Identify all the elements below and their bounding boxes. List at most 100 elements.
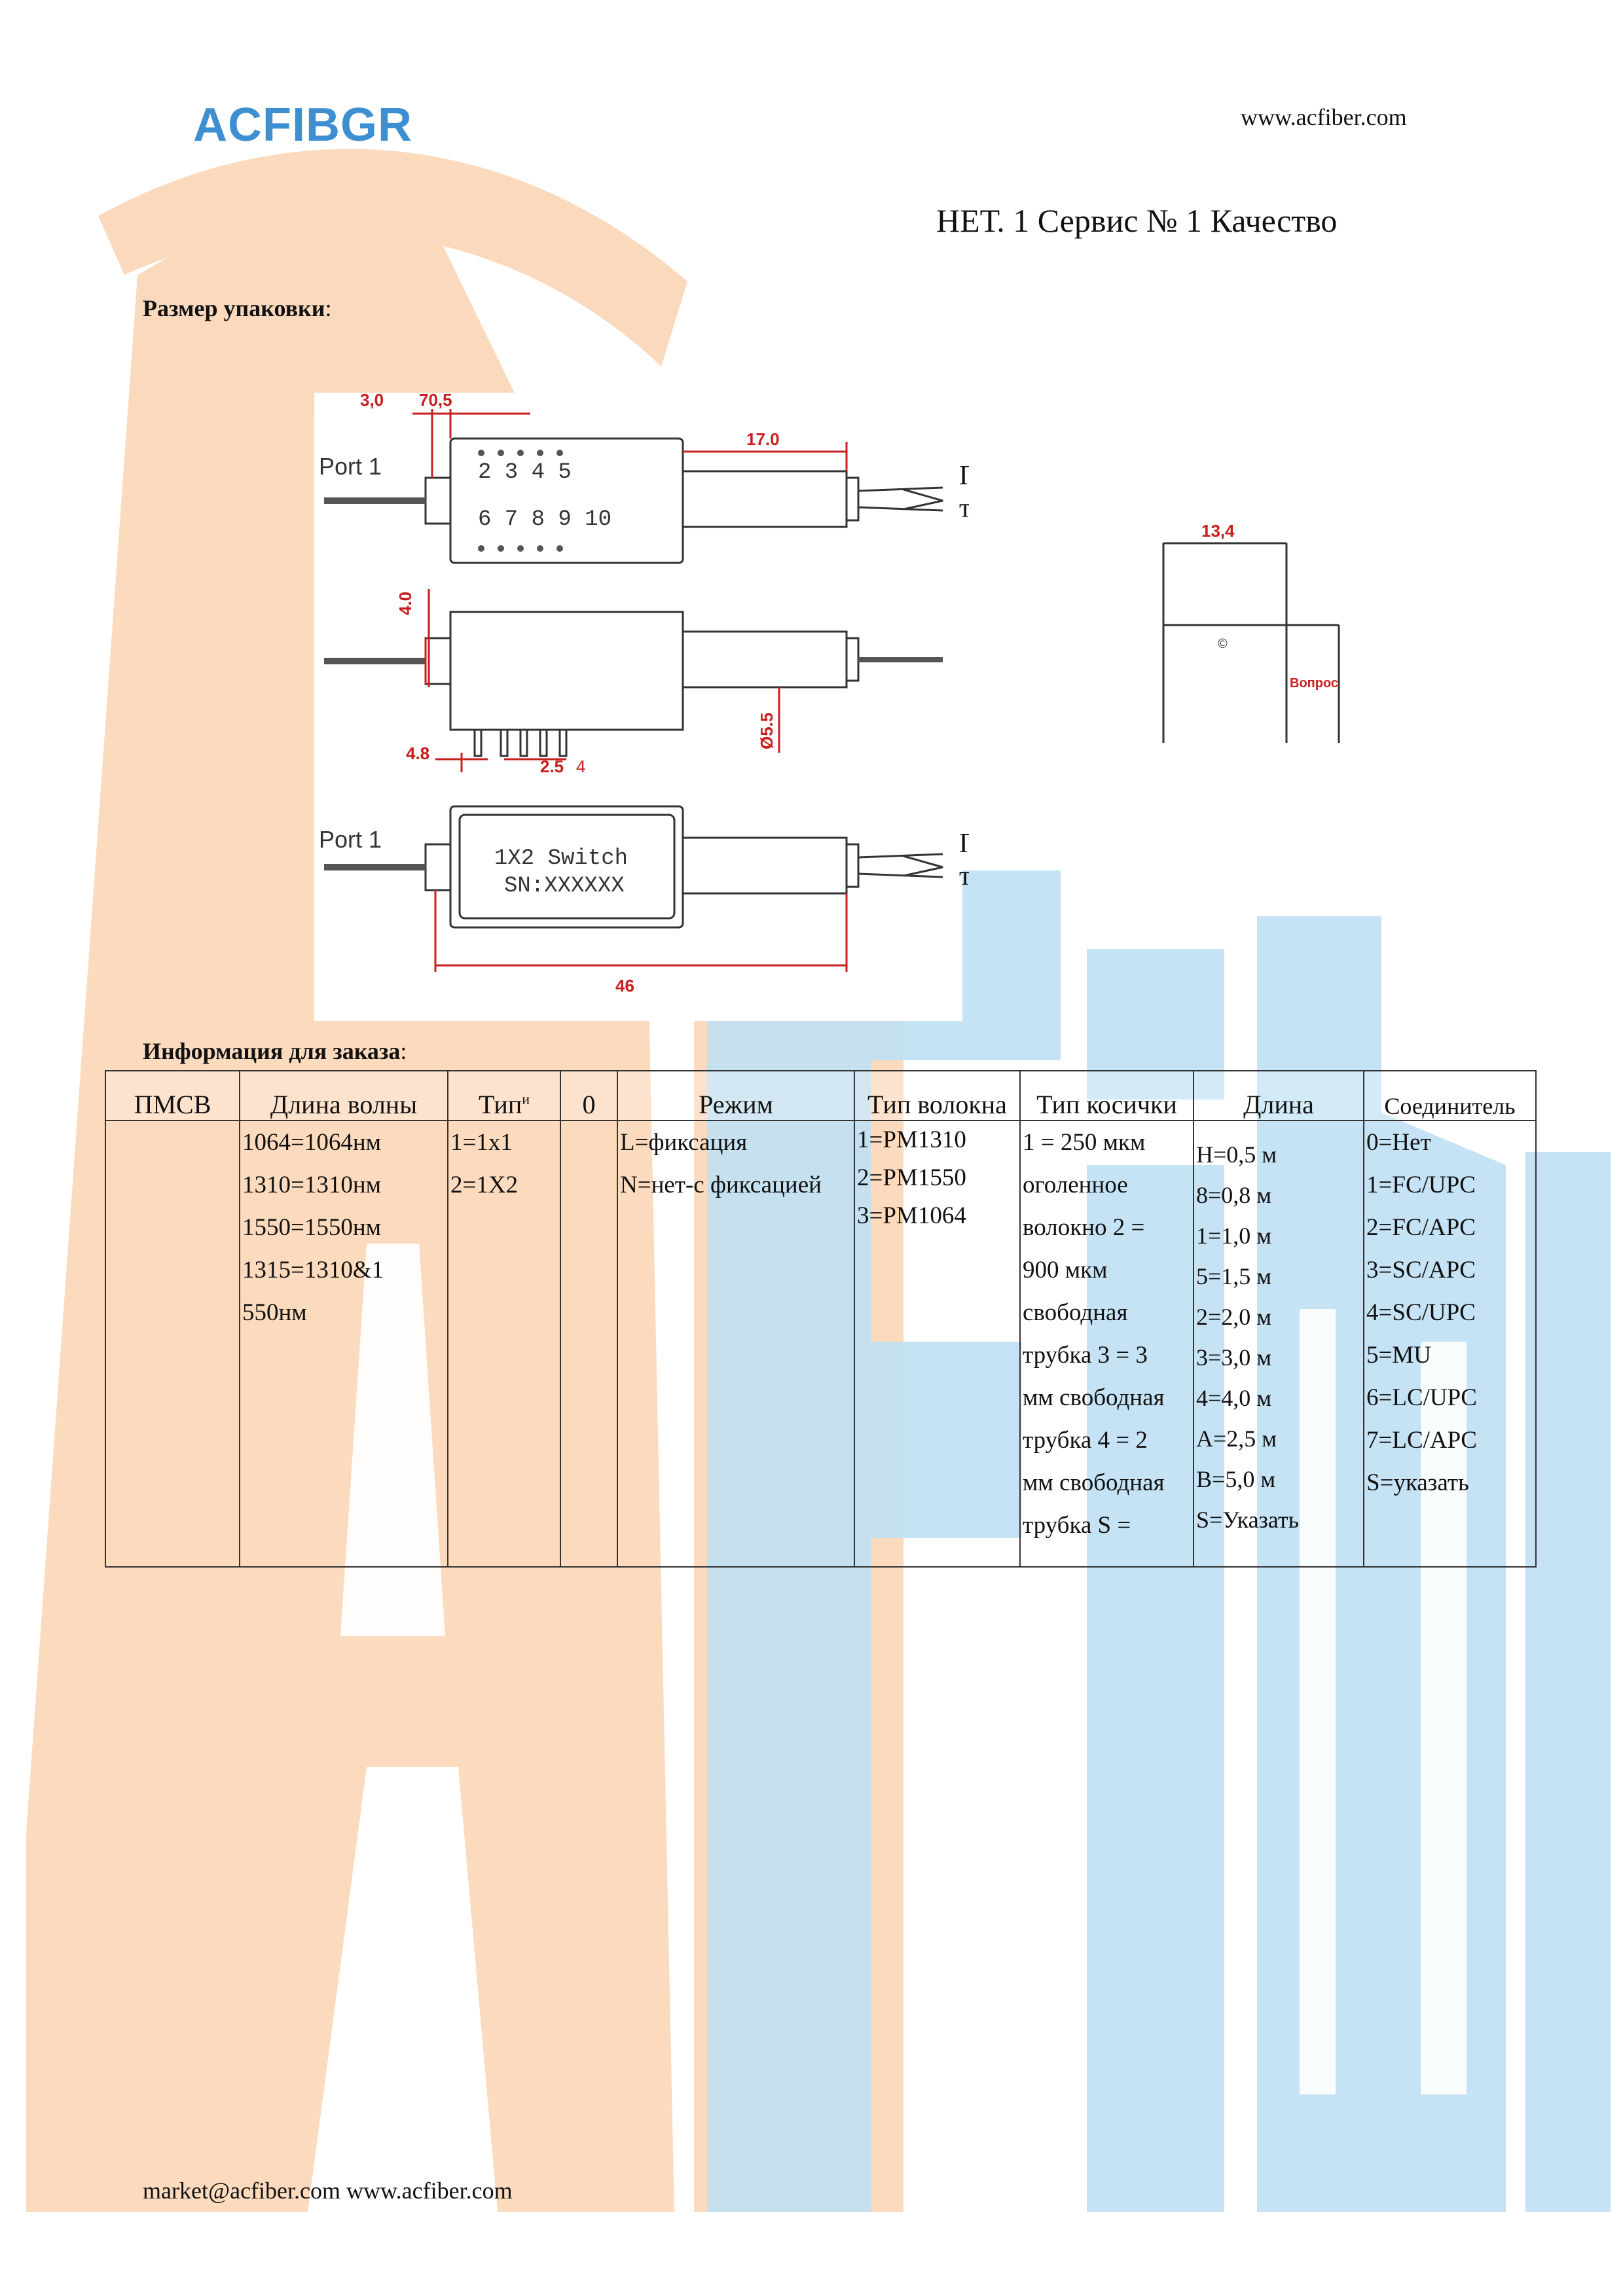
order-info-heading: Информация для заказа: [143, 1037, 407, 1065]
top-tail-label-1: Пор [959, 461, 969, 491]
list-item: 8=0,8 м [1196, 1182, 1272, 1208]
list-item: 3=PM1064 [857, 1202, 966, 1229]
list-item: 3=3,0 м [1196, 1344, 1272, 1371]
list-item: 1=1,0 м [1196, 1223, 1272, 1249]
list-item: 4=4,0 м [1196, 1385, 1272, 1411]
footer-contact[interactable]: market@acfiber.com www.acfiber.com [143, 2178, 513, 2204]
header-type-label: Тип [478, 1090, 522, 1119]
switch-label-line2: SN:XXXXXX [504, 874, 625, 899]
cell-pigtail-type: 1 = 250 мкм оголенное волокно 2 = 900 мк… [1019, 1120, 1194, 1568]
cell-connector: 0=Нет 1=FC/UPC 2=FC/APC 3=SC/APC 4=SC/UP… [1363, 1120, 1537, 1568]
cell-fiber-type: 1=PM1310 2=PM1550 3=PM1064 [854, 1120, 1021, 1568]
list-item: мм свободная [1023, 1469, 1165, 1496]
cell-type: 1=1x1 2=1X2 [447, 1120, 561, 1568]
top-tail-label-2: т [959, 493, 969, 524]
list-item: S=указать [1366, 1469, 1469, 1496]
list-item: 2=2,0 м [1196, 1304, 1272, 1330]
order-info-label: Информация для заказа [143, 1038, 401, 1064]
package-size-heading: Размер упаковки: [143, 295, 332, 322]
list-item: 2=FC/APC [1366, 1214, 1476, 1241]
header-fiber-type: Тип волокна [854, 1070, 1021, 1121]
ordering-table: ПМСВ Длина волны Типи 0 Режим Тип волокн… [105, 1070, 1537, 1568]
dim-body-label: 70,5 [419, 390, 452, 410]
top-view [324, 437, 943, 564]
list-item: мм свободная [1023, 1384, 1165, 1411]
header-pigtail-type: Тип косички [1019, 1070, 1194, 1121]
company-logo: ACFIBGR [193, 99, 412, 151]
table-header-row: ПМСВ Длина волны Типи 0 Режим Тип волокн… [105, 1070, 1537, 1121]
list-item: 550нм [242, 1299, 307, 1326]
cell-length: H=0,5 м 8=0,8 м 1=1,0 м 5=1,5 м 2=2,0 м … [1193, 1120, 1364, 1568]
cell-mode: L=фиксация N=нет-с фиксацией [617, 1120, 855, 1568]
list-item: A=2,5 м [1196, 1426, 1277, 1452]
bottom-port-label: Port 1 [319, 826, 382, 853]
header-mode: Режим [617, 1070, 855, 1121]
list-item: 6=LC/UPC [1366, 1384, 1477, 1411]
list-item: 1=1x1 [450, 1129, 513, 1156]
dim-pin-pitch-label: 2.5 [540, 757, 564, 776]
list-item: 1315=1310&1 [242, 1257, 384, 1283]
header-pmsv: ПМСВ [105, 1070, 240, 1121]
header-length: Длина [1193, 1070, 1364, 1121]
list-item: трубка S = [1023, 1512, 1131, 1539]
dim-pin-left-label: 4.8 [406, 744, 429, 763]
table-row: 1064=1064нм 1310=1310нм 1550=1550нм 1315… [105, 1120, 1537, 1568]
list-item: 1550=1550нм [242, 1214, 382, 1241]
list-item: 1=FC/UPC [1366, 1172, 1476, 1198]
list-item: свободная [1023, 1299, 1128, 1326]
cell-pmsv [105, 1120, 240, 1568]
dim-height-label: 4.0 [395, 592, 415, 615]
cell-zero [560, 1120, 618, 1568]
end-view-width-label: 13,4 [1201, 521, 1235, 541]
cell-wavelength: 1064=1064нм 1310=1310нм 1550=1550нм 1315… [239, 1120, 448, 1568]
list-item: H=0,5 м [1196, 1141, 1277, 1168]
list-item: 2=1X2 [450, 1172, 519, 1198]
list-item: N=нет-с фиксацией [620, 1172, 822, 1198]
list-item: 2=PM1550 [857, 1164, 966, 1191]
dim-left-label: 3,0 [360, 390, 384, 410]
heading-colon: : [325, 295, 332, 321]
bottom-view [324, 805, 943, 929]
end-view-mark: © [1218, 637, 1228, 651]
list-item: L=фиксация [620, 1129, 748, 1156]
pin-numbers-top: 2 3 4 5 [478, 460, 572, 485]
list-item: 0=Нет [1366, 1129, 1431, 1156]
heading-colon: : [400, 1038, 407, 1064]
list-item: B=5,0 м [1196, 1466, 1276, 1492]
list-item: 900 мкм [1023, 1257, 1108, 1283]
list-item: S=Указать [1196, 1507, 1299, 1533]
list-item: 5=MU [1366, 1342, 1431, 1369]
dim-tube-dia-label: Ø5.5 [757, 713, 776, 749]
list-item: оголенное [1023, 1172, 1128, 1198]
header-connector: Соединитель [1363, 1070, 1537, 1121]
header-website[interactable]: www.acfiber.com [1241, 104, 1407, 130]
list-item: 5=1,5 м [1196, 1263, 1272, 1289]
slogan: НЕТ. 1 Сервис № 1 Качество [936, 202, 1338, 239]
end-view-drawing: 13,4 © Вопрос [1162, 517, 1359, 746]
package-drawing: 3,0 70,5 17.0 4.0 4.8 2.5 4 Ø5.5 46 2 3 … [319, 390, 969, 996]
list-item: волокно 2 = [1023, 1214, 1145, 1241]
header-zero: 0 [560, 1070, 618, 1121]
list-item: 1310=1310нм [242, 1172, 382, 1198]
dim-length-label: 46 [615, 976, 634, 996]
switch-label-line1: 1X2 Switch [494, 846, 628, 871]
list-item: 7=LC/APC [1366, 1427, 1477, 1454]
list-item: 1064=1064нм [242, 1129, 382, 1156]
dim-pin-count-label: 4 [576, 757, 585, 776]
list-item: трубка 3 = 3 [1023, 1342, 1148, 1369]
list-item: трубка 4 = 2 [1023, 1427, 1148, 1454]
package-size-label: Размер упаковки [143, 295, 325, 321]
header-wavelength: Длина волны [239, 1070, 448, 1121]
header-type-sup: и [522, 1090, 530, 1107]
pin-numbers-bottom: 6 7 8 9 10 [478, 507, 611, 532]
bottom-tail-label-1: Пор [959, 829, 969, 859]
end-view-note: Вопрос [1290, 676, 1338, 691]
list-item: 3=SC/APC [1366, 1257, 1476, 1283]
bottom-tail-label-2: т [959, 861, 969, 891]
list-item: 1=PM1310 [857, 1126, 966, 1153]
side-view [324, 611, 943, 757]
list-item: 4=SC/UPC [1366, 1299, 1476, 1326]
list-item: 1 = 250 мкм [1023, 1129, 1146, 1156]
dim-tube-label: 17.0 [746, 429, 780, 449]
header-type: Типи [447, 1070, 561, 1121]
